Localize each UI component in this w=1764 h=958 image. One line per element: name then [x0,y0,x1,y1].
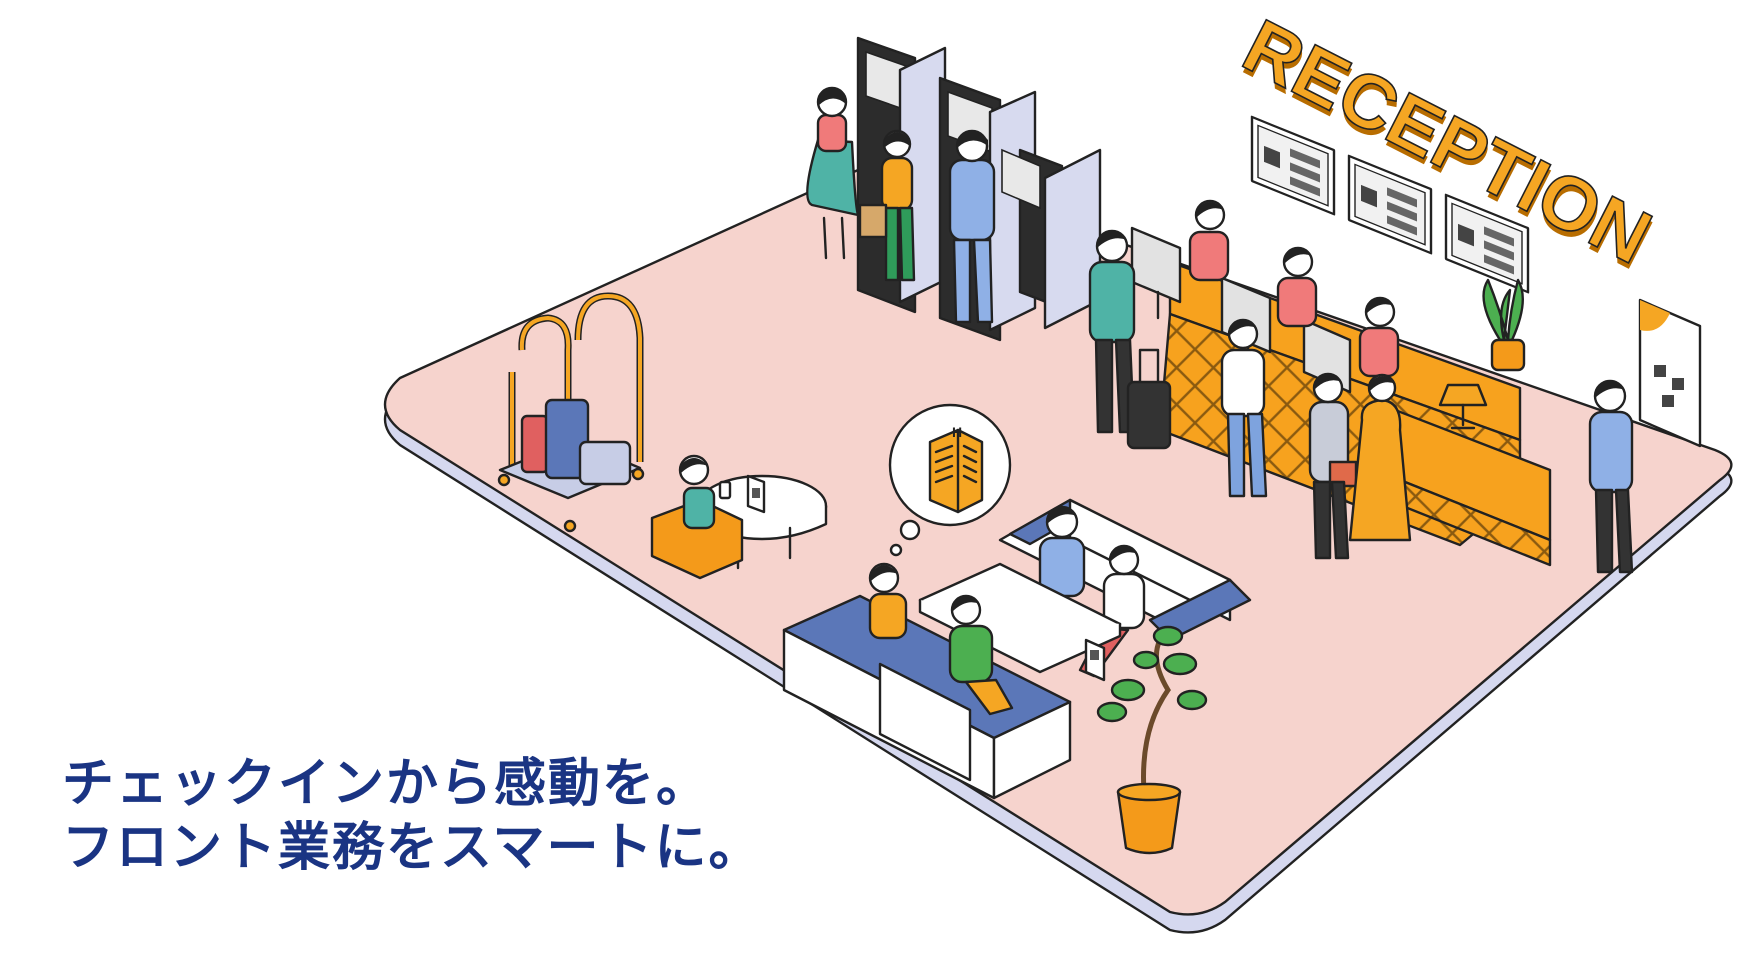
person-kiosk-girl [858,129,916,282]
svg-text:H: H [952,424,962,440]
suitcase [578,440,632,486]
suitcase [520,414,550,474]
guest-with-suitcase [1088,229,1172,450]
headline-line-1: チェックインから感動を。 [62,754,711,814]
thought-bubble-hotel: H [888,403,1012,557]
wifi-sign [1084,638,1106,682]
luggage-cart [497,292,645,533]
suitcase [1126,380,1172,450]
receptionist [1358,296,1400,378]
booth-sofa-right [998,498,1252,678]
suitcase [544,398,590,480]
display-panel [1347,154,1433,255]
guest-couple [1308,372,1412,560]
receptionist [1276,246,1318,328]
armchair-area [650,454,828,580]
shopping-bag [858,203,888,239]
person-kiosk-woman [806,86,860,260]
desk-monitor [1130,226,1182,320]
receptionist [1188,199,1230,282]
smartphone [718,480,732,500]
person-kiosk-man [948,129,996,324]
display-panel [1250,115,1336,216]
wall-displays [1250,115,1530,294]
qr-poster [1638,298,1702,448]
booth-sofa-left [782,562,1072,800]
guest-at-counter [1220,318,1268,498]
display-panel [1444,193,1530,294]
table-lamp [1438,383,1488,430]
guest-scanning-qr [1588,379,1634,574]
wifi-sign [746,474,766,514]
counter-plant [1482,278,1526,372]
potted-plant [1096,625,1208,855]
headline-line-2: フロント業務をスマートに。 [62,818,763,878]
